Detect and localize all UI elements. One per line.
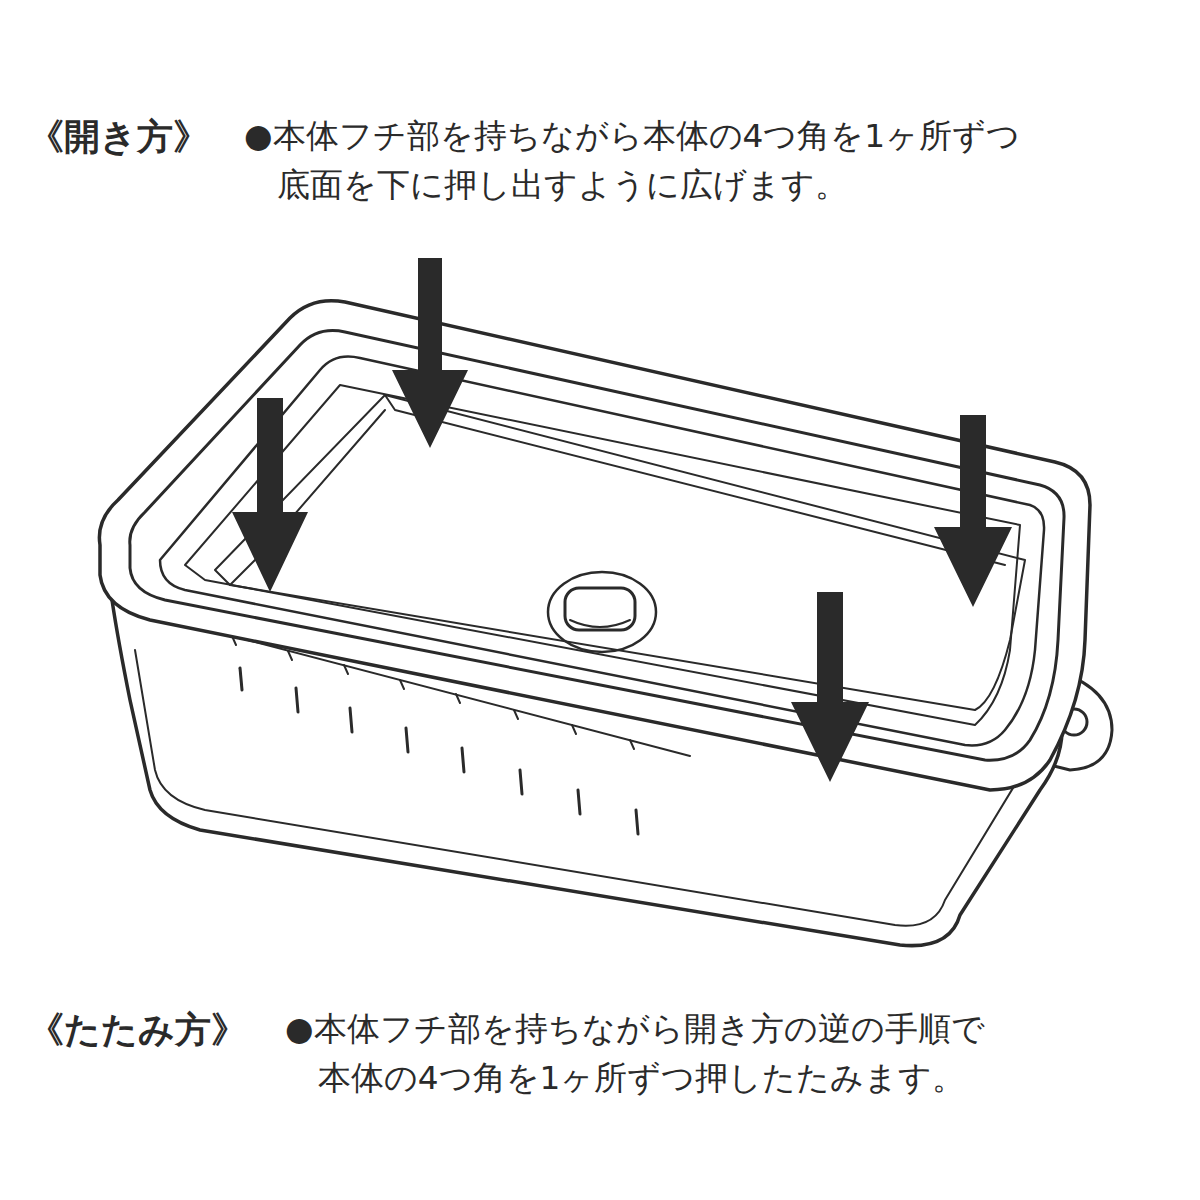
section-heading: 《開き方》 — [28, 112, 209, 161]
instruction-text: ●本体フチ部を持ちながら本体の4つ角を1ヶ所ずつ 底面を下に押し出すように広げま… — [244, 112, 1200, 210]
section-heading: 《たたみ方》 — [28, 1005, 247, 1054]
instruction-text: ●本体フチ部を持ちながら開き方の逆の手順で 本体の4つ角を1ヶ所ずつ押したたみま… — [285, 1005, 1200, 1103]
